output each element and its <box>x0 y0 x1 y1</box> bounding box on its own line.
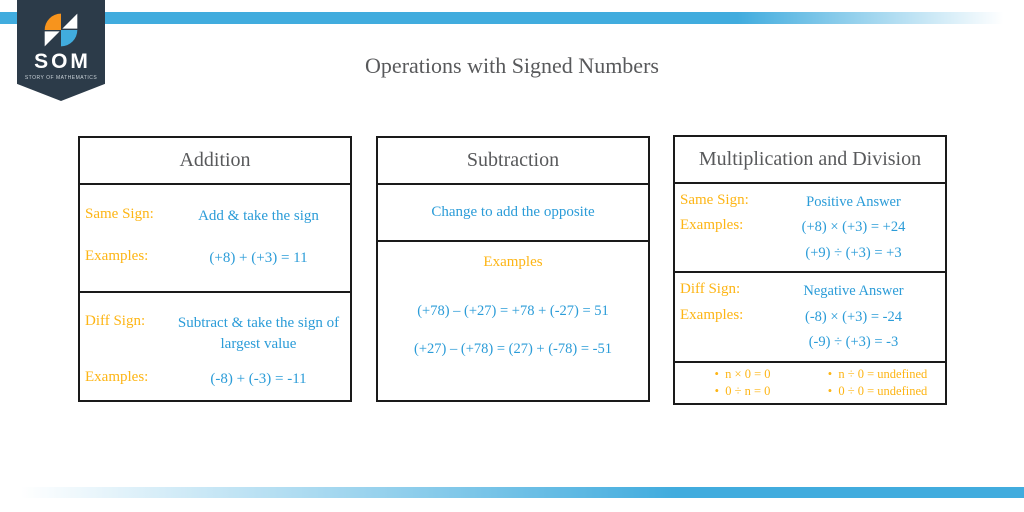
examples-label: Examples: <box>85 369 149 385</box>
multdiv-same-examples-row: Examples: (+8) × (+3) = +24 <box>675 217 945 237</box>
diff-sign-rule: Subtract & take the sign of largest valu… <box>177 315 340 352</box>
example-equation: (+9) ÷ (+3) = +3 <box>805 244 902 261</box>
example-equation: (-8) + (-3) = -11 <box>210 371 307 387</box>
addition-box-title: Addition <box>80 138 350 185</box>
examples-label: Examples: <box>680 217 744 234</box>
zero-rule: 0 ÷ 0 = undefined <box>828 383 927 400</box>
examples-heading: Examples <box>483 254 543 270</box>
multdiv-zero-rules-section: n × 0 = 0 0 ÷ n = 0 n ÷ 0 = undefined 0 … <box>675 363 945 403</box>
addition-same-sign-section: Same Sign: Add & take the sign Examples:… <box>80 185 350 293</box>
addition-diff-examples-row: Examples: (-8) + (-3) = -11 <box>80 369 350 390</box>
multdiv-same-sign-section: Same Sign: Positive Answer Examples: (+8… <box>675 184 945 273</box>
bottom-accent-bar <box>0 487 1024 498</box>
example-equation: (+27) – (+78) = (27) + (-78) = -51 <box>414 341 612 357</box>
examples-label: Examples: <box>85 248 149 264</box>
multiplication-division-box: Multiplication and Division Same Sign: P… <box>673 135 947 405</box>
addition-same-sign-row: Same Sign: Add & take the sign <box>80 206 350 227</box>
zero-rule: 0 ÷ n = 0 <box>715 383 770 400</box>
addition-diff-sign-row: Diff Sign: Subtract & take the sign of l… <box>80 313 350 355</box>
same-sign-label: Same Sign: <box>85 206 154 222</box>
zero-rule: n ÷ 0 = undefined <box>828 366 927 383</box>
pinwheel-icon <box>44 13 78 47</box>
diff-sign-label: Diff Sign: <box>680 281 741 298</box>
zero-rules-right-column: n ÷ 0 = undefined 0 ÷ 0 = undefined <box>810 366 945 400</box>
same-sign-rule: Add & take the sign <box>198 208 319 224</box>
top-accent-bar <box>0 12 1024 24</box>
diff-sign-label: Diff Sign: <box>85 313 146 329</box>
diff-sign-rule: Negative Answer <box>803 283 904 300</box>
subtraction-examples-section: Examples (+78) – (+27) = +78 + (-27) = 5… <box>378 242 648 400</box>
same-sign-rule: Positive Answer <box>806 194 901 211</box>
subtraction-rule: Change to add the opposite <box>378 185 648 242</box>
same-sign-label: Same Sign: <box>680 192 749 209</box>
example-equation: (+8) + (+3) = 11 <box>209 250 308 266</box>
logo-tagline: STORY OF MATHEMATICS <box>24 75 98 81</box>
multdiv-diff-examples-row: Examples: (-8) × (+3) = -24 <box>675 307 945 327</box>
example-equation: (+78) – (+27) = +78 + (-27) = 51 <box>417 303 609 319</box>
multdiv-box-title: Multiplication and Division <box>675 137 945 184</box>
subtraction-box: Subtraction Change to add the opposite E… <box>376 136 650 402</box>
multdiv-same-sign-row: Same Sign: Positive Answer <box>675 192 945 212</box>
multdiv-diff-sign-section: Diff Sign: Negative Answer Examples: (-8… <box>675 273 945 363</box>
zero-rule: n × 0 = 0 <box>715 366 770 383</box>
subtraction-box-title: Subtraction <box>378 138 648 185</box>
examples-label: Examples: <box>680 306 744 323</box>
multdiv-diff-example2-row: (-9) ÷ (+3) = -3 <box>675 332 945 352</box>
zero-rules-left-column: n × 0 = 0 0 ÷ n = 0 <box>675 366 810 400</box>
example-equation: (-9) ÷ (+3) = -3 <box>808 334 899 351</box>
multdiv-diff-sign-row: Diff Sign: Negative Answer <box>675 281 945 301</box>
example-equation: (-8) × (+3) = -24 <box>804 308 902 325</box>
addition-box: Addition Same Sign: Add & take the sign … <box>78 136 352 402</box>
multdiv-same-example2-row: (+9) ÷ (+3) = +3 <box>675 243 945 263</box>
example-equation: (+8) × (+3) = +24 <box>801 219 906 236</box>
page-title: Operations with Signed Numbers <box>365 53 659 78</box>
som-logo-banner: SOM STORY OF MATHEMATICS <box>17 0 105 101</box>
logo-acronym: SOM <box>34 50 91 73</box>
addition-same-examples-row: Examples: (+8) + (+3) = 11 <box>80 248 350 269</box>
addition-diff-sign-section: Diff Sign: Subtract & take the sign of l… <box>80 293 350 400</box>
